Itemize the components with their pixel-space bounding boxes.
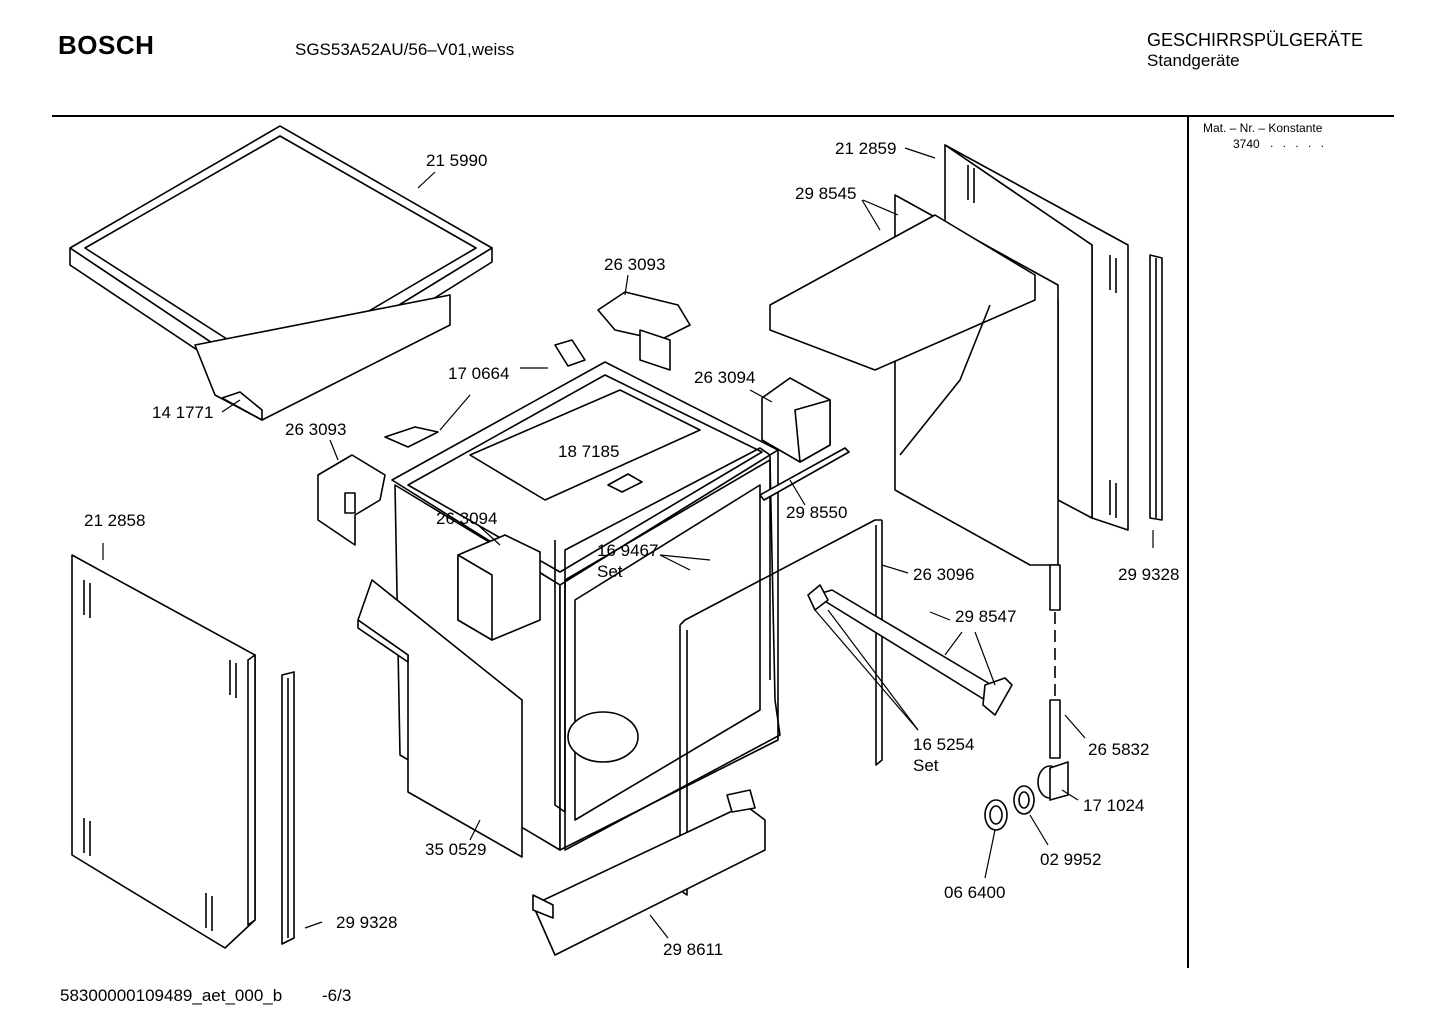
housing-cover-top-part[interactable] (761, 377, 831, 463)
label-187185: 18 7185 (558, 442, 619, 461)
bottom-rail-part[interactable] (532, 789, 766, 956)
latch-clip-part[interactable] (607, 473, 643, 493)
label-263096: 26 3096 (913, 565, 974, 584)
label-170664: 17 0664 (448, 364, 509, 383)
material-number-dots: . . . . . (1270, 136, 1328, 150)
clip-top-part[interactable] (597, 291, 691, 371)
label-298547: 29 8547 (955, 607, 1016, 626)
material-number-value: 3740 (1233, 137, 1260, 151)
label-298550: 29 8550 (786, 503, 847, 522)
label-350529: 35 0529 (425, 840, 486, 859)
leader-lines (102, 147, 1154, 939)
label-141771: 14 1771 (152, 403, 213, 422)
label-171024: 17 1024 (1083, 796, 1144, 815)
label-298545: 29 8545 (795, 184, 856, 203)
label-299328-left: 29 9328 (336, 913, 397, 932)
category-title: GESCHIRRSPÜLGERÄTE (1147, 30, 1364, 50)
material-number-heading: Mat. – Nr. – Konstante (1203, 121, 1323, 135)
left-side-panel-part[interactable] (71, 554, 256, 949)
page-number: -6/3 (322, 986, 352, 1005)
label-263094-top: 26 3094 (694, 368, 755, 387)
label-165254-set: Set (913, 756, 939, 775)
label-263093-left: 26 3093 (285, 420, 346, 439)
sealing-ring-part[interactable] (1013, 785, 1035, 815)
base-panel-part[interactable] (357, 579, 523, 858)
label-165254: 16 5254 (913, 735, 974, 754)
category-subtitle: Standgeräte (1147, 51, 1240, 70)
label-298611: 29 8611 (663, 940, 723, 959)
brand-logo: BOSCH (58, 30, 155, 60)
side-column-divider (1187, 117, 1189, 968)
tensioner-bar-part[interactable] (807, 584, 1013, 716)
label-265832: 26 5832 (1088, 740, 1149, 759)
part-labels: 21 5990 14 1771 26 3093 17 0664 26 3094 … (84, 139, 1179, 959)
label-299328-right: 29 9328 (1118, 565, 1179, 584)
back-panel-part[interactable] (769, 194, 1059, 566)
label-215990: 21 5990 (426, 151, 487, 170)
label-169467-set: Set (597, 562, 623, 581)
cap-part[interactable] (984, 799, 1008, 831)
seal-strip-part[interactable] (759, 447, 850, 501)
worktop-part[interactable] (69, 125, 493, 421)
label-169467: 16 9467 (597, 541, 658, 560)
drain-hose-part[interactable] (1049, 564, 1061, 759)
document-id: 58300000109489_aet_000_b (60, 986, 283, 1005)
elbow-connector-part[interactable] (1037, 761, 1069, 801)
hinge-bracket-part[interactable] (384, 339, 586, 448)
left-trim-strip-part[interactable] (281, 671, 295, 945)
header-divider (52, 115, 1394, 117)
door-seal-part[interactable] (554, 447, 883, 896)
label-066400: 06 6400 (944, 883, 1005, 902)
right-trim-strip-part[interactable] (1149, 254, 1163, 521)
model-number: SGS53A52AU/56–V01,weiss (295, 40, 515, 59)
housing-cover-mid-part[interactable] (457, 534, 541, 641)
label-029952: 02 9952 (1040, 850, 1101, 869)
clip-left-part[interactable] (317, 454, 386, 546)
label-212859: 21 2859 (835, 139, 896, 158)
label-263094-mid: 26 3094 (436, 509, 497, 528)
label-212858: 21 2858 (84, 511, 145, 530)
label-263093-top: 26 3093 (604, 255, 665, 274)
